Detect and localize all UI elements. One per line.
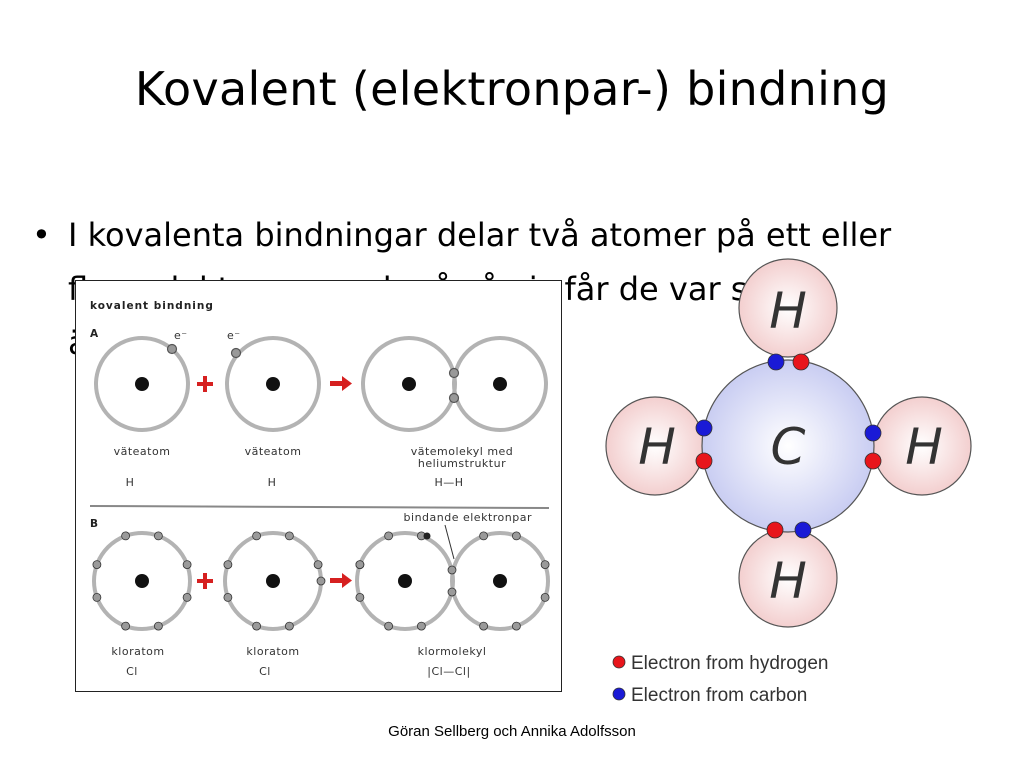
electron xyxy=(767,353,785,371)
electron xyxy=(511,531,521,541)
hydrogen-atom-right xyxy=(225,336,321,432)
atom4-name: kloratom xyxy=(246,645,299,658)
electron xyxy=(154,621,163,631)
electron xyxy=(313,560,323,570)
electron xyxy=(182,592,192,602)
molecule-name-line2: heliumstruktur xyxy=(418,457,506,470)
chlorine-atom-right xyxy=(223,531,326,631)
chlorine-molecule xyxy=(355,531,550,631)
electron xyxy=(284,531,294,541)
electron xyxy=(792,353,810,371)
electron xyxy=(479,531,489,541)
atom4-symbol: Cl xyxy=(259,665,271,678)
bonding-pair-pointer xyxy=(444,524,455,560)
legend-carbon: Electron from carbon xyxy=(631,685,807,706)
atom1-symbol: H xyxy=(126,476,135,489)
molecule2-name: klormolekyl xyxy=(418,645,487,658)
figure-header: kovalent bindning xyxy=(90,300,214,312)
electron xyxy=(766,521,784,539)
electron xyxy=(864,424,882,442)
footer-credit: Göran Sellberg och Annika Adolfsson xyxy=(388,723,636,740)
covalent-bond-figure: kovalent bindning A e⁻ e⁻ xyxy=(75,280,562,692)
bonding-pair-dot xyxy=(423,532,431,540)
electron xyxy=(384,621,394,631)
legend-hydrogen: Electron from hydrogen xyxy=(631,653,829,674)
legend-swatch-carbon xyxy=(612,687,626,701)
electron xyxy=(92,560,102,570)
hydrogen-label-bottom: H xyxy=(769,552,807,610)
molecule-name-line1: vätemolekyl med xyxy=(411,445,514,458)
electron xyxy=(794,521,812,539)
electron-label: e⁻ xyxy=(174,329,188,342)
legend-swatch-hydrogen xyxy=(612,655,626,669)
electron xyxy=(416,621,426,631)
electron xyxy=(447,565,457,575)
electron xyxy=(252,621,262,631)
molecule2-formula: |Cl—Cl| xyxy=(427,665,470,678)
hydrogen-atom-top xyxy=(738,258,838,358)
chlorine-atom-left xyxy=(92,531,192,631)
electron xyxy=(230,347,242,359)
shared-electrons xyxy=(695,353,882,539)
electron-label: e⁻ xyxy=(227,329,241,342)
carbon-label: C xyxy=(771,418,806,476)
electron xyxy=(223,592,233,602)
electron xyxy=(511,621,521,631)
atom2-name: väteatom xyxy=(245,445,302,458)
methane-diagram: C H H H H Electron from hydrogen Electro… xyxy=(598,258,978,710)
electron xyxy=(355,560,365,570)
plus-sign xyxy=(197,573,213,589)
electron xyxy=(447,587,457,597)
hydrogen-atom-left xyxy=(94,336,190,432)
electron xyxy=(316,576,326,586)
electron xyxy=(252,531,262,541)
molecule-formula: H—H xyxy=(434,476,463,489)
electron xyxy=(695,452,713,470)
reaction-arrow xyxy=(330,573,352,588)
electron xyxy=(166,343,178,355)
electron xyxy=(695,419,713,437)
hydrogen-molecule xyxy=(361,336,548,432)
electron xyxy=(384,531,394,541)
atom3-name: kloratom xyxy=(111,645,164,658)
carbon-atom xyxy=(701,359,875,533)
electron xyxy=(121,531,130,541)
hydrogen-label-right: H xyxy=(905,418,943,476)
plus-sign xyxy=(197,376,213,392)
hydrogen-label-top: H xyxy=(769,282,807,340)
divider xyxy=(89,505,550,509)
bullet-dot: • xyxy=(32,216,51,254)
bonding-pair-label: bindande elektronpar xyxy=(404,511,532,524)
electron xyxy=(355,592,365,602)
electron xyxy=(182,560,192,570)
electron xyxy=(864,452,882,470)
slide-title: Kovalent (elektronpar-) bindning xyxy=(134,62,890,116)
reaction-arrow xyxy=(330,376,352,391)
electron xyxy=(540,560,550,570)
electron xyxy=(154,531,163,541)
panel-b-label: B xyxy=(90,518,99,530)
electron xyxy=(284,621,294,631)
panel-a-label: A xyxy=(90,328,99,340)
atom1-name: väteatom xyxy=(114,445,171,458)
electron xyxy=(479,621,489,631)
electron xyxy=(540,592,550,602)
electron xyxy=(92,592,102,602)
hydrogen-label-left: H xyxy=(638,418,676,476)
electron xyxy=(121,621,130,631)
atom2-symbol: H xyxy=(268,476,277,489)
atom3-symbol: Cl xyxy=(126,665,138,678)
electron xyxy=(223,560,233,570)
